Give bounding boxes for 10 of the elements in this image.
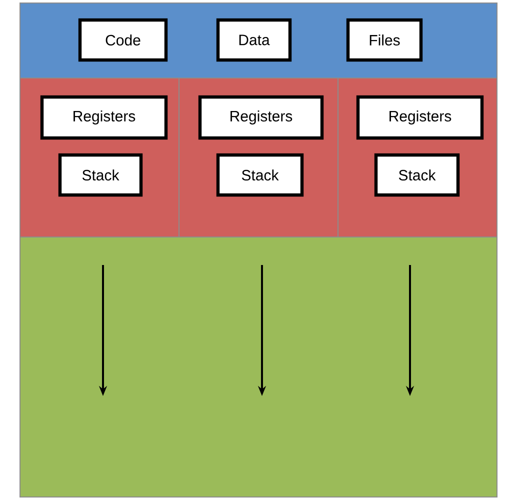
- label-box: Stack: [374, 153, 460, 197]
- label-box: Code: [78, 18, 168, 62]
- label-box: Stack: [216, 153, 304, 197]
- label-box: Stack: [58, 153, 143, 197]
- label-box: Data: [216, 18, 292, 62]
- label-box: Registers: [40, 95, 168, 140]
- label-box: Registers: [356, 95, 484, 140]
- label-box: Files: [346, 18, 423, 62]
- panel: [20, 236, 498, 498]
- label-box: Registers: [198, 95, 324, 140]
